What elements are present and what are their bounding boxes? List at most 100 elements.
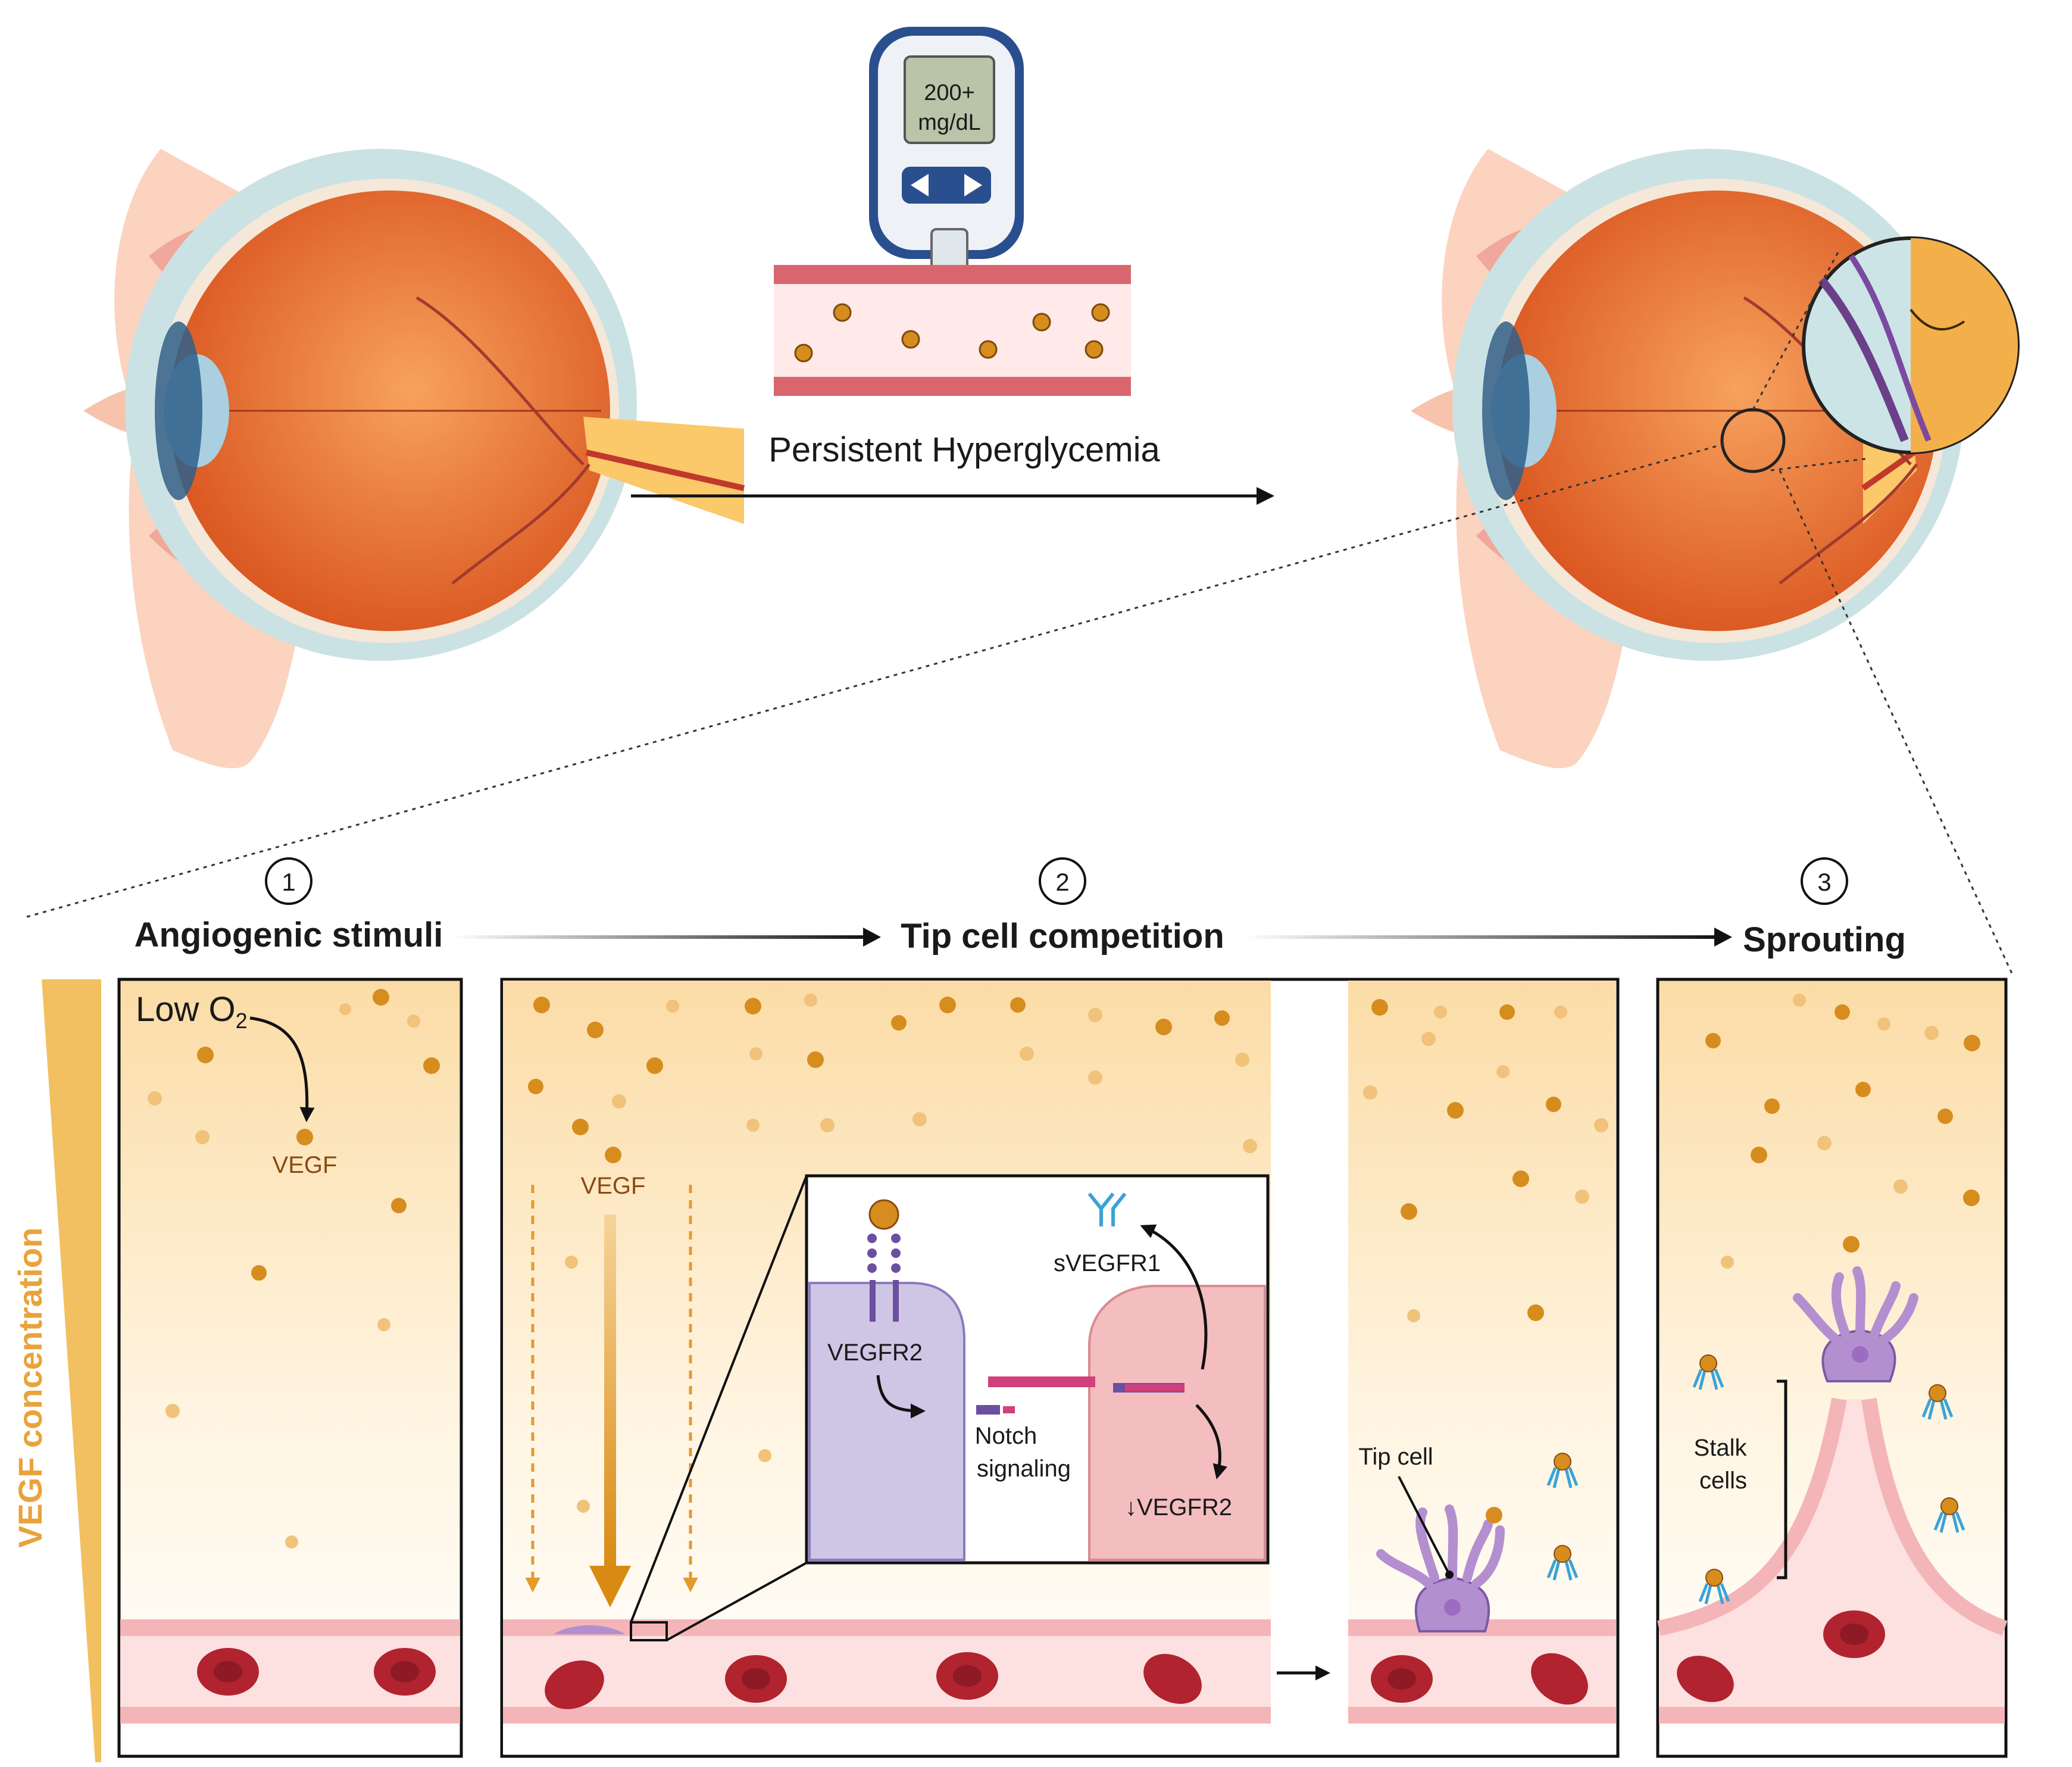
stalk-label-line1: Stalk (1694, 1435, 1748, 1461)
vegf-particle (533, 997, 550, 1013)
zoom-line-left (26, 442, 1727, 918)
vegf-particle (1447, 1102, 1464, 1119)
vegf-particle (1793, 994, 1806, 1007)
vegf-particle (939, 997, 956, 1013)
panel-1 (117, 978, 463, 1758)
vegf-particle (1764, 1098, 1780, 1114)
vegf-particle (1575, 1190, 1589, 1204)
step-2-number: 2 (1055, 868, 1069, 896)
tip-cell-illustration (1376, 1476, 1505, 1632)
vegf-particle (373, 989, 389, 1006)
vegf-particle (1088, 1070, 1102, 1085)
svegfr1-receptor (1692, 1354, 1724, 1390)
vegf-particle (758, 1449, 771, 1462)
vegf-particle (1371, 999, 1388, 1016)
low-o2-label: Low O2 (136, 990, 248, 1033)
vegf-particle (1546, 1097, 1561, 1112)
stalk-label-line2: cells (1699, 1468, 1747, 1494)
vegf-particle (804, 994, 817, 1007)
vegf-particle (891, 1015, 907, 1031)
vegf-particle (820, 1118, 835, 1132)
vegf-particle (1434, 1006, 1447, 1019)
vegf-molecule (296, 1129, 313, 1145)
vegf-gradient-wedge (42, 979, 101, 1762)
vegf-particle (1088, 1008, 1102, 1022)
top-caption: Persistent Hyperglycemia (768, 430, 1160, 469)
vegf-particle-layer (148, 989, 1980, 1549)
step-3-number: 3 (1817, 868, 1831, 896)
svegfr1-receptor (1921, 1384, 1954, 1420)
vegf-particle (1020, 1047, 1034, 1061)
down-vegfr2-label: ↓VEGFR2 (1125, 1494, 1232, 1521)
vegf-particle (1407, 1309, 1420, 1322)
panel2-vegf-label: VEGF (581, 1173, 646, 1199)
vegf-particle (1235, 1053, 1249, 1067)
vegf-particle (1496, 1065, 1510, 1078)
vegf-particle (746, 1119, 760, 1132)
vegf-particle (612, 1094, 626, 1109)
left-eye-illustration (83, 149, 745, 769)
svegfr1-receptor-layer (1546, 1354, 1965, 1604)
svegfr1-receptor (1933, 1497, 1965, 1533)
notch-label-line1: Notch (975, 1423, 1037, 1449)
vegf-particle (565, 1256, 578, 1269)
vegf-particle (148, 1091, 162, 1106)
step-2-marker: 2 (1039, 857, 1086, 905)
vegf-particle (1363, 1085, 1377, 1100)
glucose-meter-illustration (774, 27, 1131, 396)
vegf-particle (1010, 997, 1026, 1013)
vegf-particle (1421, 1032, 1436, 1046)
vegf-particle (1937, 1109, 1953, 1124)
vegf-particle (745, 998, 761, 1014)
vegf-particle (646, 1057, 663, 1074)
vegf-particle (1855, 1082, 1871, 1097)
vegf-particle (251, 1265, 267, 1281)
vegf-particle (1155, 1019, 1172, 1035)
vegf-particle (528, 1079, 543, 1094)
vegf-particle (1963, 1190, 1980, 1206)
vegf-particle (1214, 1010, 1230, 1026)
zoom-line-right (1779, 470, 2013, 974)
svegfr1-receptor (1698, 1569, 1730, 1604)
vegf-particle (572, 1119, 589, 1135)
vegf-particle (285, 1535, 298, 1549)
step-arrow-2-3 (1244, 928, 1732, 947)
vegf-particle (195, 1130, 210, 1144)
vegf-particle (1594, 1118, 1608, 1132)
svegfr1-receptor (1546, 1453, 1579, 1488)
step-3-marker: 3 (1801, 857, 1848, 905)
meter-reading-line1: 200+ (924, 80, 975, 105)
vegf-particle (1721, 1256, 1734, 1269)
vegf-particle (577, 1500, 590, 1513)
vegf-particle (339, 1003, 351, 1015)
step-1-title: Angiogenic stimuli (135, 916, 443, 954)
vegf-particle (391, 1198, 407, 1213)
step-1-marker: 1 (265, 857, 312, 905)
vegf-particle (1554, 1006, 1567, 1019)
y-axis-label: VEGF concentration (11, 1228, 49, 1548)
vegf-particle (165, 1404, 180, 1418)
step-3-title: Sprouting (1743, 920, 1906, 959)
vegf-particle (407, 1014, 420, 1028)
vegf-particle (1835, 1004, 1850, 1020)
vegf-particle (1893, 1179, 1908, 1194)
right-eye-illustration (1411, 149, 2020, 769)
vegf-particle (1964, 1035, 1980, 1051)
vegf-particle (1924, 1026, 1939, 1040)
vegfr2-label: VEGFR2 (827, 1340, 923, 1366)
vegf-particle (1499, 1004, 1515, 1020)
step-arrow-1-2 (452, 928, 881, 947)
vegf-particle (197, 1047, 214, 1063)
vegf-particle (1705, 1033, 1721, 1048)
svegfr1-receptor (1546, 1545, 1579, 1581)
vegf-particle (912, 1112, 927, 1126)
vegf-particle (1877, 1017, 1890, 1031)
vegf-particle (1401, 1203, 1417, 1220)
vegf-particle (666, 1000, 679, 1013)
vegf-particle (1512, 1170, 1529, 1187)
vegf-particle (377, 1318, 390, 1331)
vegf-particle (1751, 1147, 1767, 1163)
step-2-title: Tip cell competition (901, 917, 1224, 956)
vegf-particle (1243, 1139, 1257, 1153)
